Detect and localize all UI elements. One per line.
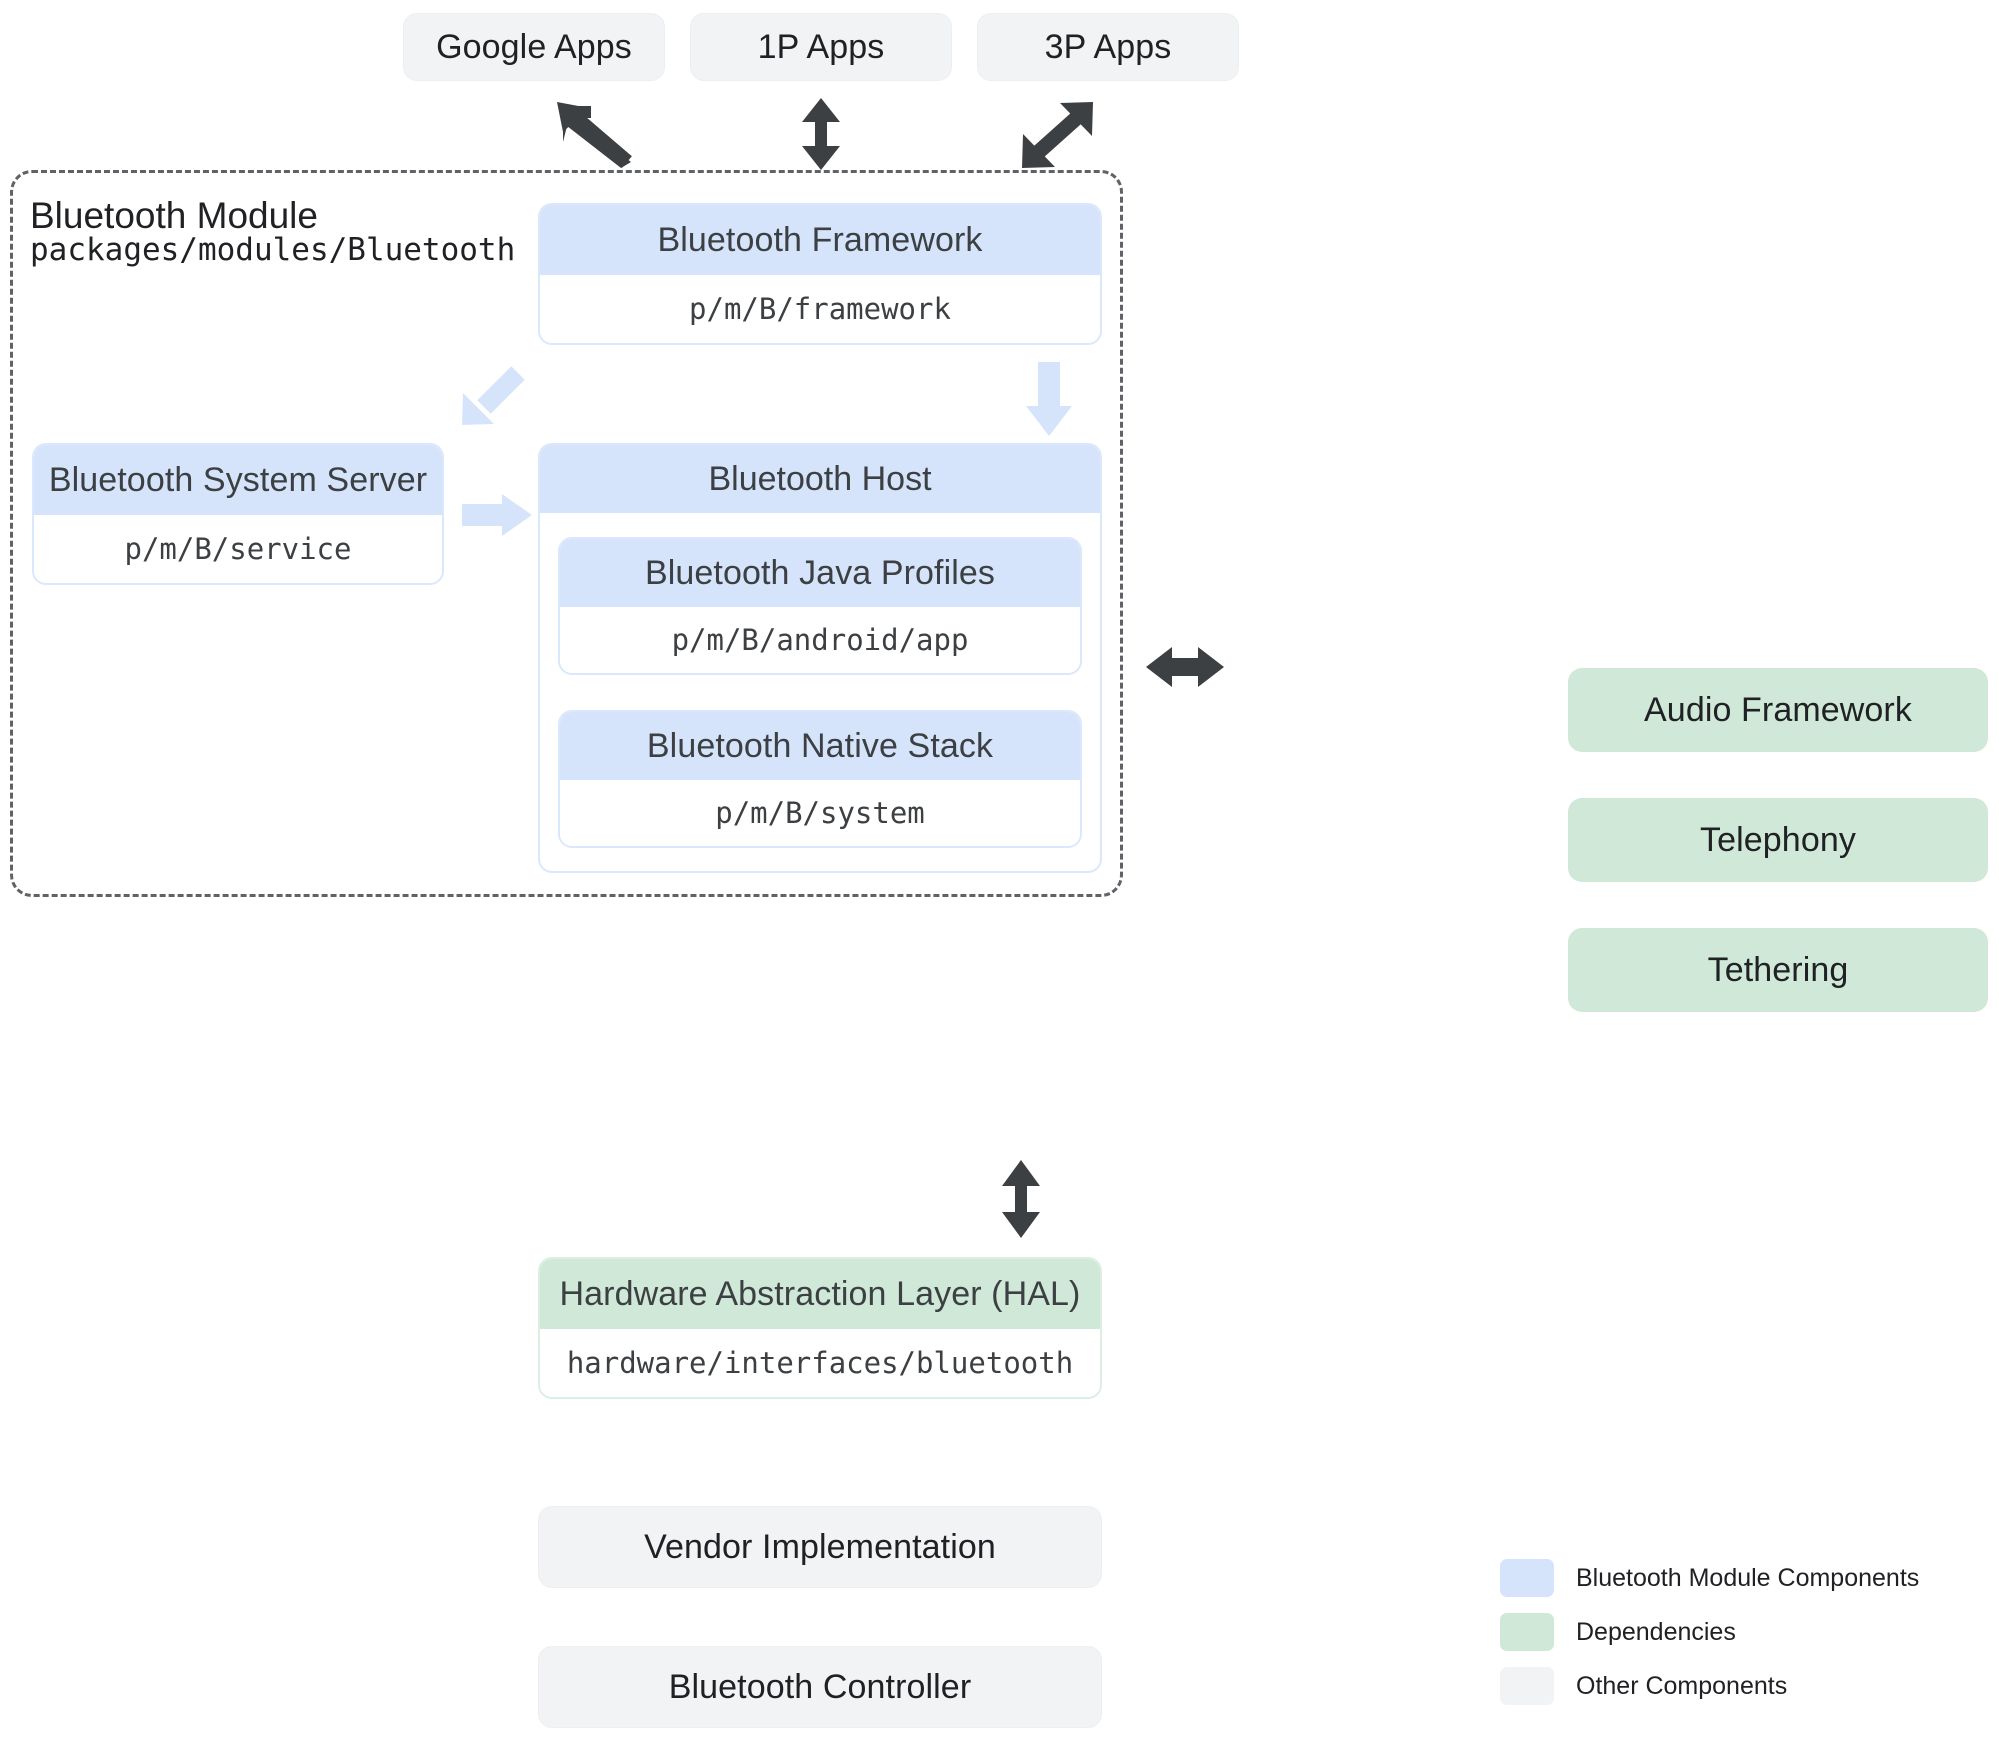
component-hal[interactable]: Hardware Abstraction Layer (HAL) hardwar… bbox=[538, 1257, 1102, 1399]
legend-item-other-components: Other Components bbox=[1500, 1666, 1970, 1706]
arrow-google-apps-to-framework bbox=[555, 100, 645, 168]
app-box-label: 1P Apps bbox=[757, 27, 885, 66]
app-box-label: Google Apps bbox=[436, 27, 632, 66]
component-label: Bluetooth Framework bbox=[657, 220, 983, 259]
legend-item-dependencies: Dependencies bbox=[1500, 1612, 1970, 1652]
component-bluetooth-framework[interactable]: Bluetooth Framework p/m/B/framework bbox=[538, 203, 1102, 345]
component-header: Bluetooth Host bbox=[540, 445, 1100, 513]
arrow-3p-apps-to-framework bbox=[1020, 100, 1095, 170]
component-label: Bluetooth System Server bbox=[48, 460, 428, 499]
legend-swatch-green bbox=[1500, 1613, 1554, 1651]
app-box-label: 3P Apps bbox=[1044, 27, 1172, 66]
component-header: Bluetooth System Server bbox=[34, 445, 442, 515]
component-label: Bluetooth Native Stack bbox=[646, 726, 994, 765]
component-path: p/m/B/service bbox=[34, 515, 442, 583]
legend: Bluetooth Module Components Dependencies… bbox=[1500, 1558, 1970, 1720]
dependency-box-audio-framework[interactable]: Audio Framework bbox=[1568, 668, 1988, 752]
component-header: Bluetooth Framework bbox=[540, 205, 1100, 275]
dependency-label: Telephony bbox=[1700, 820, 1856, 859]
component-bluetooth-java-profiles[interactable]: Bluetooth Java Profiles p/m/B/android/ap… bbox=[558, 537, 1082, 675]
component-header: Bluetooth Java Profiles bbox=[560, 539, 1080, 607]
bluetooth-module-boundary bbox=[10, 170, 1123, 897]
module-title: Bluetooth Module bbox=[30, 195, 318, 236]
arrow-framework-to-host bbox=[1025, 362, 1073, 438]
legend-label: Other Components bbox=[1576, 1671, 1788, 1700]
component-bluetooth-controller[interactable]: Bluetooth Controller bbox=[538, 1646, 1102, 1728]
component-path: p/m/B/android/app bbox=[560, 607, 1080, 673]
dependency-box-tethering[interactable]: Tethering bbox=[1568, 928, 1988, 1012]
component-label: Bluetooth Java Profiles bbox=[644, 553, 996, 592]
component-bluetooth-native-stack[interactable]: Bluetooth Native Stack p/m/B/system bbox=[558, 710, 1082, 848]
app-box-1p-apps[interactable]: 1P Apps bbox=[690, 13, 952, 81]
component-label: Bluetooth Controller bbox=[668, 1667, 972, 1706]
legend-label: Dependencies bbox=[1576, 1617, 1736, 1646]
component-label: Hardware Abstraction Layer (HAL) bbox=[559, 1274, 1081, 1313]
component-bluetooth-system-server[interactable]: Bluetooth System Server p/m/B/service bbox=[32, 443, 444, 585]
component-path: hardware/interfaces/bluetooth bbox=[540, 1329, 1100, 1397]
dependency-label: Audio Framework bbox=[1644, 690, 1912, 729]
dependency-label: Tethering bbox=[1707, 950, 1849, 989]
legend-swatch-blue bbox=[1500, 1559, 1554, 1597]
component-label: Vendor Implementation bbox=[644, 1527, 996, 1566]
legend-swatch-grey bbox=[1500, 1667, 1554, 1705]
arrow-framework-to-system-server bbox=[460, 365, 532, 427]
component-path: p/m/B/system bbox=[560, 780, 1080, 846]
legend-item-module-components: Bluetooth Module Components bbox=[1500, 1558, 1970, 1598]
app-box-google-apps[interactable]: Google Apps bbox=[403, 13, 665, 81]
app-box-3p-apps[interactable]: 3P Apps bbox=[977, 13, 1239, 81]
arrow-module-to-hal bbox=[1000, 1160, 1042, 1238]
arrow-system-server-to-host bbox=[462, 493, 534, 537]
component-label: Bluetooth Host bbox=[708, 459, 932, 498]
arrow-module-to-dependencies bbox=[1146, 645, 1224, 689]
component-vendor-implementation[interactable]: Vendor Implementation bbox=[538, 1506, 1102, 1588]
module-path: packages/modules/Bluetooth bbox=[30, 232, 516, 268]
component-header: Hardware Abstraction Layer (HAL) bbox=[540, 1259, 1100, 1329]
arrow-1p-apps-to-framework bbox=[800, 98, 842, 170]
legend-label: Bluetooth Module Components bbox=[1576, 1563, 1920, 1592]
component-path: p/m/B/framework bbox=[540, 275, 1100, 343]
dependency-box-telephony[interactable]: Telephony bbox=[1568, 798, 1988, 882]
component-header: Bluetooth Native Stack bbox=[560, 712, 1080, 780]
